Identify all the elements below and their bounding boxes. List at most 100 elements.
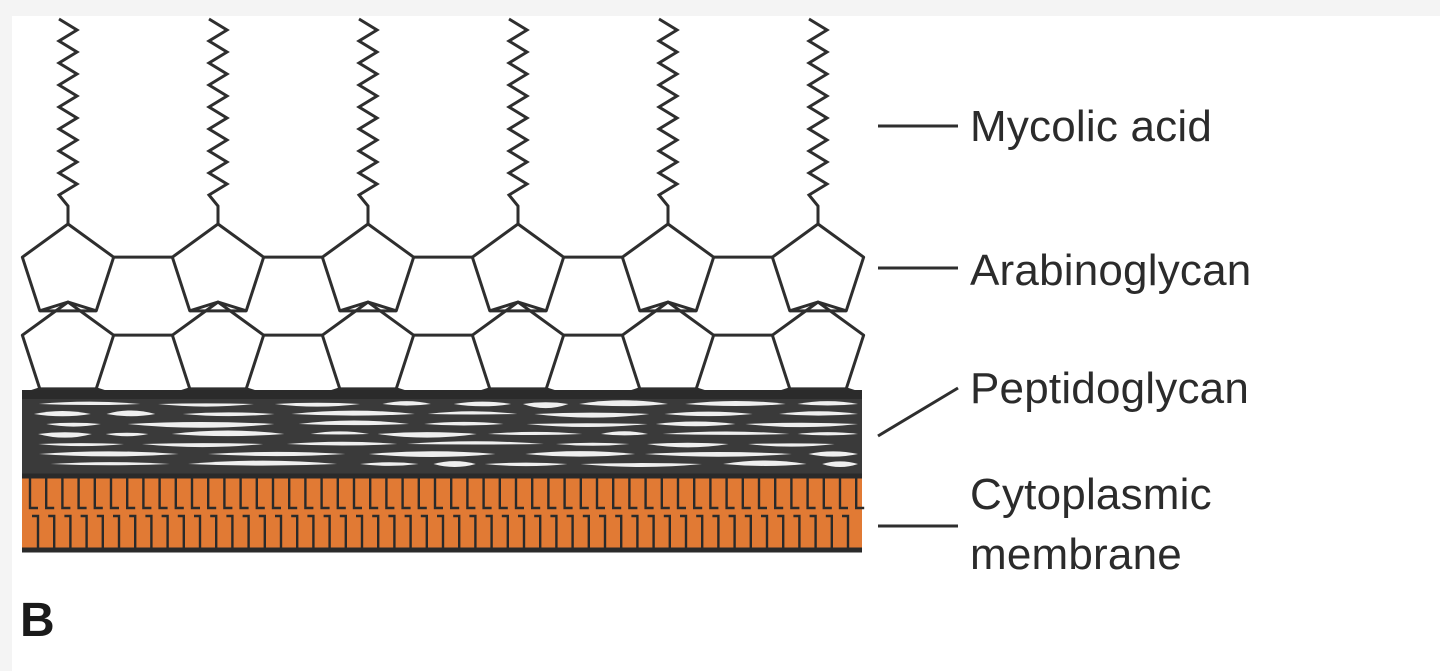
arabinoglycan-link	[667, 300, 697, 313]
membrane-lipid	[809, 514, 817, 550]
arabinoglycan-link	[639, 300, 669, 313]
membrane-lipid	[774, 476, 784, 510]
peptidoglycan-strand	[207, 451, 346, 457]
membrane-lipid	[388, 514, 396, 550]
membrane-lipid	[339, 514, 347, 550]
membrane-lipid	[207, 476, 217, 510]
membrane-lipid	[595, 476, 605, 510]
membrane-lipid	[385, 476, 395, 510]
peptidoglycan-strand	[38, 401, 141, 406]
membrane-lipid	[498, 476, 508, 510]
membrane-lipid	[255, 476, 265, 510]
peptidoglycan-strand	[534, 412, 650, 418]
membrane-lipid	[514, 476, 524, 510]
mycolic-acid-chain	[656, 17, 680, 224]
membrane-lipid	[307, 514, 315, 550]
membrane-lipid	[612, 476, 622, 510]
arabinoglycan-link	[339, 300, 369, 313]
arabinoglycan-link	[517, 300, 547, 313]
membrane-lipid	[258, 514, 266, 550]
membrane-lipid	[288, 476, 298, 510]
membrane-lipid	[693, 476, 703, 510]
arabinoglycan-ring	[770, 222, 866, 313]
membrane-lipid	[709, 476, 719, 510]
membrane-lipid	[806, 476, 816, 510]
membrane-lipid	[712, 514, 720, 550]
arabinoglycan-link	[789, 300, 819, 313]
peptidoglycan-strand	[50, 462, 170, 466]
mycolic-acid-chain	[56, 17, 80, 224]
membrane-lipid	[275, 514, 283, 550]
membrane-lipid	[518, 514, 526, 550]
membrane-lipid	[744, 514, 752, 550]
peptidoglycan-strand	[433, 461, 476, 467]
peptidoglycan-strand	[580, 463, 702, 467]
membrane-lipid	[145, 514, 153, 550]
membrane-lipid	[109, 476, 119, 510]
membrane-lipid	[174, 476, 184, 510]
peptidoglycan-strand	[106, 410, 156, 417]
panel-letter: B	[20, 594, 55, 647]
membrane-lipid	[579, 476, 589, 510]
peptidoglycan-strand	[427, 411, 518, 415]
peptidoglycan-layer	[22, 390, 862, 474]
membrane-lipid	[482, 476, 492, 510]
peptidoglycan-strand	[484, 462, 568, 467]
membrane-lipid	[226, 514, 234, 550]
membrane-lipid	[647, 514, 655, 550]
membrane-lipid	[126, 476, 136, 510]
peptidoglycan-top-edge	[22, 390, 862, 399]
peptidoglycan-strand	[33, 410, 91, 417]
membrane-lipid	[129, 514, 137, 550]
peptidoglycan-strand	[487, 431, 583, 436]
membrane-lipid	[793, 514, 801, 550]
label-arabinoglycan: Arabinoglycan	[970, 246, 1252, 295]
label-peptidoglycan: Peptidoglycan	[970, 364, 1250, 413]
cytoplasmic-membrane-layer	[22, 473, 865, 553]
mycolic-acid-chain	[506, 17, 530, 224]
label-leader-lines	[877, 124, 959, 528]
membrane-lipid	[239, 476, 249, 510]
membrane-lipid	[77, 476, 87, 510]
membrane-lipid	[547, 476, 557, 510]
membrane-lipid	[757, 476, 767, 510]
arabinoglycan-ring	[470, 300, 566, 391]
membrane-lipid	[631, 514, 639, 550]
membrane-lipid	[417, 476, 427, 510]
membrane-lipid	[80, 514, 88, 550]
membrane-lipid	[352, 476, 362, 510]
peptidoglycan-strand	[359, 462, 419, 466]
peptidoglycan-strand	[779, 411, 858, 416]
peptidoglycan-strand	[808, 451, 858, 457]
left-border	[0, 0, 12, 671]
peptidoglycan-strand	[526, 423, 648, 428]
arabinoglycan-link	[189, 300, 219, 313]
label-mycolic-acid: Mycolic acid	[970, 102, 1213, 151]
arabinoglycan-link	[67, 300, 97, 313]
peptidoglycan-strand	[748, 443, 835, 447]
leader-line-peptidoglycan	[877, 386, 959, 438]
membrane-lipid	[790, 476, 800, 510]
peptidoglycan-strand	[685, 400, 786, 406]
peptidoglycan-strand	[662, 431, 790, 435]
arabinoglycan-ring	[770, 300, 866, 391]
peptidoglycan-strand	[406, 441, 544, 445]
membrane-lipid	[177, 514, 185, 550]
membrane-lipid	[501, 514, 509, 550]
label-cytoplasmic-membrane-line2: membrane	[970, 530, 1182, 579]
membrane-lipid	[696, 514, 704, 550]
membrane-lipid	[582, 514, 590, 550]
peptidoglycan-strand	[525, 451, 636, 457]
peptidoglycan-strand	[723, 460, 807, 466]
arabinoglycan-ring	[20, 222, 116, 313]
membrane-lipid	[372, 514, 380, 550]
arabinoglycan-link	[39, 300, 69, 313]
mycolic-acid-chain	[806, 17, 830, 224]
peptidoglycan-strand	[644, 452, 792, 457]
membrane-lipid	[161, 514, 169, 550]
top-border	[0, 0, 1440, 16]
peptidoglycan-strand	[797, 432, 858, 436]
membrane-lipid	[45, 476, 55, 510]
peptidoglycan-strand	[127, 422, 275, 428]
